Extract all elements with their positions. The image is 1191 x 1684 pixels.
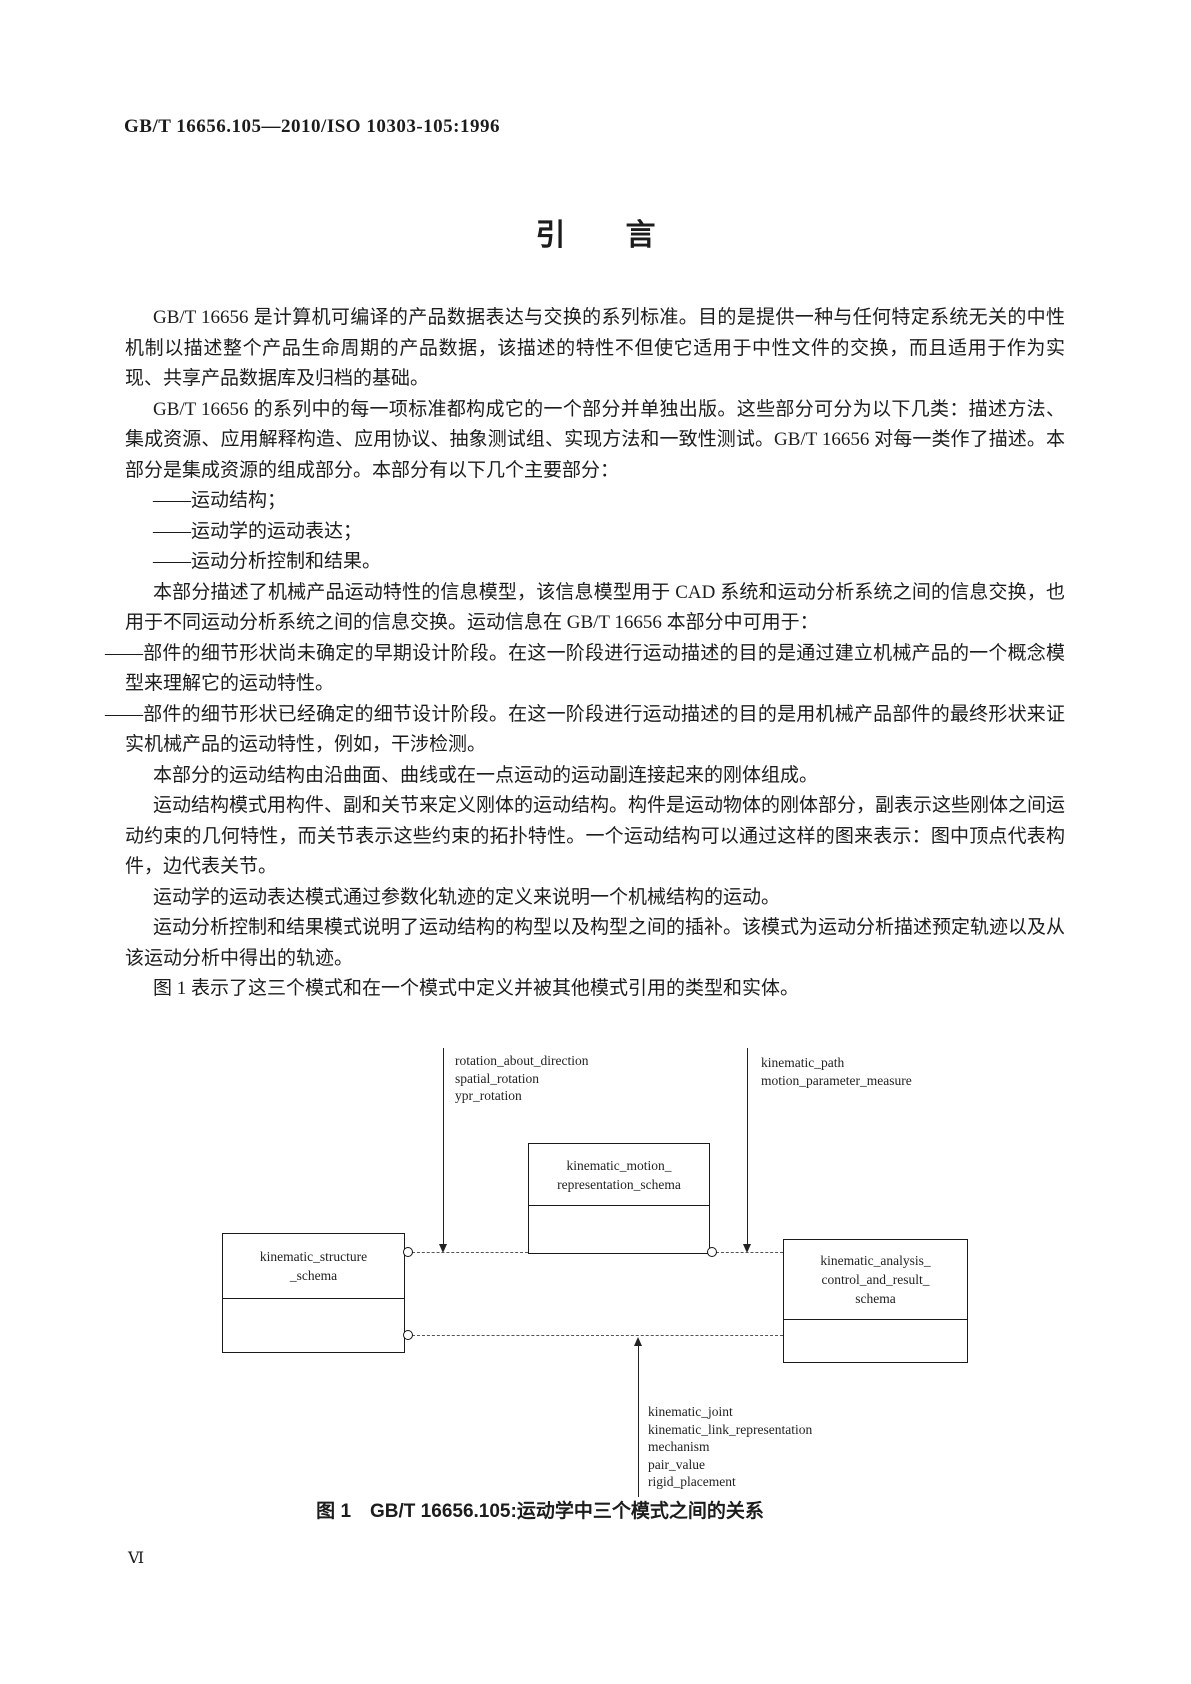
entity-name: rigid_placement <box>648 1474 736 1489</box>
dashed-relation-line <box>716 1252 783 1253</box>
arrowhead-up-icon <box>634 1337 642 1346</box>
entity-name: ypr_rotation <box>455 1088 522 1103</box>
interface-circle-icon <box>403 1330 413 1340</box>
entity-list-path-types: kinematic_path motion_parameter_measure <box>761 1054 912 1089</box>
dash-list-item: ——部件的细节形状尚未确定的早期设计阶段。在这一阶段进行运动描述的目的是通过建立… <box>105 642 1065 695</box>
page-title: 引 言 <box>535 219 656 252</box>
schema-label-line: kinematic_analysis_ <box>820 1253 931 1268</box>
dashed-relation-line <box>412 1335 783 1336</box>
connector-line-left <box>443 1048 444 1246</box>
schema-label-line: _schema <box>289 1268 338 1283</box>
intro-paragraph: 运动学的运动表达模式通过参数化轨迹的定义来说明一个机械结构的运动。 <box>153 886 781 908</box>
interface-circle-icon <box>403 1247 413 1257</box>
entity-name: kinematic_joint <box>648 1404 733 1419</box>
entity-name: rotation_about_direction <box>455 1053 589 1068</box>
intro-paragraph: 运动结构模式用构件、副和关节来定义刚体的运动结构。构件是运动物体的刚体部分，副表… <box>125 795 1066 877</box>
figure-1-schema-diagram: rotation_about_direction spatial_rotatio… <box>125 1040 1065 1500</box>
introduction-body: GB/T 16656 是计算机可编译的产品数据表达与交换的系列标准。目的是提供一… <box>105 303 1066 1005</box>
interface-circle-icon <box>707 1247 717 1257</box>
dash-list-item: ——运动学的运动表达； <box>153 520 363 542</box>
arrowhead-down-icon <box>743 1244 751 1253</box>
page-number: Ⅵ <box>128 1550 145 1567</box>
entity-name: motion_parameter_measure <box>761 1072 912 1088</box>
schema-box-kinematic-motion: kinematic_motion_ representation_schema <box>528 1143 710 1254</box>
dash-list-item: ——运动分析控制和结果。 <box>153 551 382 572</box>
schema-label-line: schema <box>855 1291 896 1306</box>
entity-name: pair_value <box>648 1456 705 1472</box>
entity-list-motion-types: rotation_about_direction spatial_rotatio… <box>455 1052 588 1105</box>
schema-label-line: kinematic_motion_ <box>566 1157 672 1173</box>
entity-list-structure-types: kinematic_joint kinematic_link_represent… <box>648 1403 812 1491</box>
arrowhead-down-icon <box>439 1244 447 1253</box>
intro-paragraph: 运动分析控制和结果模式说明了运动结构的构型以及构型之间的插补。该模式为运动分析描… <box>125 917 1066 969</box>
standard-number-header: GB/T 16656.105—2010/ISO 10303-105:1996 <box>124 116 500 137</box>
schema-label-line: representation_schema <box>557 1176 681 1192</box>
schema-box-kinematic-analysis: kinematic_analysis_ control_and_result_ … <box>783 1239 968 1363</box>
entity-name: mechanism <box>648 1439 710 1454</box>
schema-box-body <box>223 1299 404 1352</box>
dash-list-item: ——部件的细节形状已经确定的细节设计阶段。在这一阶段进行运动描述的目的是用机械产… <box>105 703 1065 756</box>
dash-list-item: ——运动结构； <box>153 490 287 511</box>
intro-paragraph: GB/T 16656 的系列中的每一项标准都构成它的一个部分并单独出版。这些部分… <box>125 398 1065 481</box>
entity-name: spatial_rotation <box>455 1070 539 1086</box>
figure-caption: 图 1 GB/T 16656.105:运动学中三个模式之间的关系 <box>316 1501 764 1522</box>
connector-line-bottom <box>638 1344 639 1497</box>
intro-paragraph: 图 1 表示了这三个模式和在一个模式中定义并被其他模式引用的类型和实体。 <box>153 978 800 999</box>
connector-line-right <box>747 1048 748 1246</box>
intro-paragraph: 本部分的运动结构由沿曲面、曲线或在一点运动的运动副连接起来的刚体组成。 <box>153 764 819 786</box>
schema-box-label: kinematic_structure _schema <box>223 1234 404 1299</box>
schema-box-label: kinematic_analysis_ control_and_result_ … <box>784 1240 967 1320</box>
entity-name: kinematic_link_representation <box>648 1421 813 1437</box>
schema-box-label: kinematic_motion_ representation_schema <box>529 1144 709 1206</box>
dashed-relation-line <box>412 1252 528 1253</box>
schema-box-body <box>784 1320 967 1362</box>
entity-name: kinematic_path <box>761 1055 845 1070</box>
schema-box-kinematic-structure: kinematic_structure _schema <box>222 1233 405 1353</box>
schema-label-line: control_and_result_ <box>821 1272 930 1287</box>
intro-paragraph: GB/T 16656 是计算机可编译的产品数据表达与交换的系列标准。目的是提供一… <box>125 307 1065 389</box>
intro-paragraph: 本部分描述了机械产品运动特性的信息模型，该信息模型用于 CAD 系统和运动分析系… <box>125 581 1065 634</box>
schema-label-line: kinematic_structure <box>259 1249 368 1264</box>
schema-box-body <box>529 1206 709 1253</box>
